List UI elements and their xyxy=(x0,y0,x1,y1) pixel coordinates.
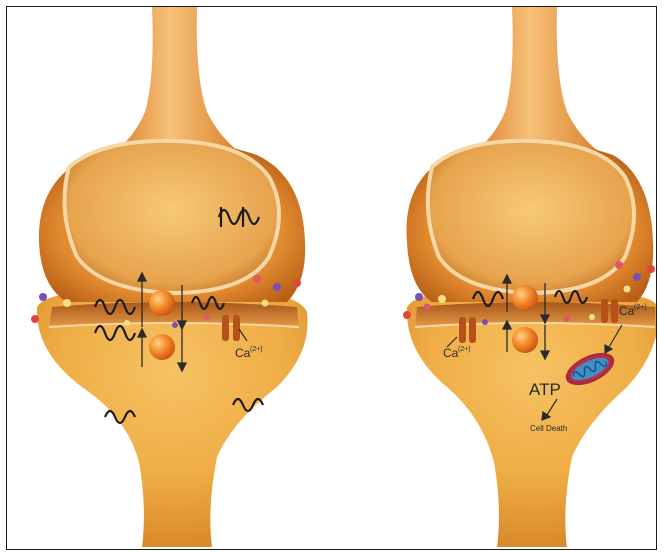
right-axon xyxy=(467,7,607,157)
left-axon xyxy=(107,7,247,157)
left-postsynaptic-neuron xyxy=(37,295,308,548)
left-calcium-label: Ca xyxy=(235,346,251,360)
left-calcium-superscript: (2+) xyxy=(250,346,263,353)
right-vesicle-upper xyxy=(512,285,538,311)
synapse-illustration: Ca (2+) xyxy=(7,7,657,550)
right-terminal-cavity xyxy=(428,141,634,293)
cell-death-label: Cell Death xyxy=(530,424,567,433)
left-terminal-cavity xyxy=(65,141,280,293)
left-synapse: Ca (2+) xyxy=(31,7,308,547)
right-vesicle-lower xyxy=(512,327,538,353)
right-calcium-superscript-left: (2+) xyxy=(458,346,471,353)
right-calcium-superscript-top: (2+) xyxy=(634,304,647,311)
atp-label: ATP xyxy=(529,380,561,399)
left-vesicle-upper xyxy=(149,290,175,316)
right-calcium-label-left: Ca xyxy=(443,346,459,360)
right-calcium-label-top: Ca xyxy=(619,304,635,318)
right-synapse: Ca (2+) Ca (2+) ATP Cell Death xyxy=(403,7,657,547)
figure-frame: Ca (2+) xyxy=(6,6,657,550)
left-vesicle-lower xyxy=(149,334,175,360)
